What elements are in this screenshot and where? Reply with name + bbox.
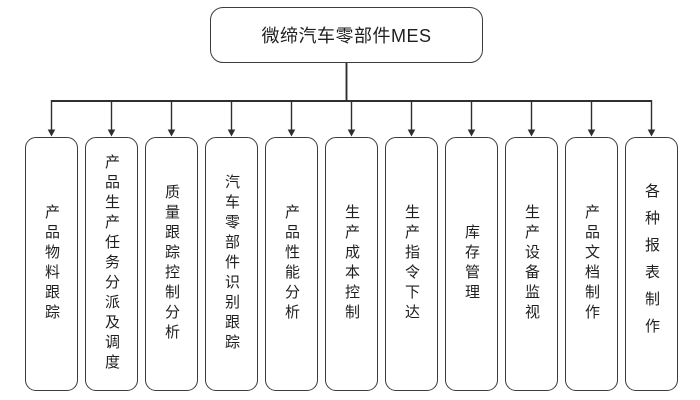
child-node-label: 生产设备监视 xyxy=(523,204,540,324)
child-node: 产品文档制作 xyxy=(565,137,618,391)
child-node-label: 产品文档制作 xyxy=(583,204,600,324)
root-node: 微缔汽车零部件MES xyxy=(210,7,483,63)
child-node-label: 产品生产任务分派及调度 xyxy=(103,154,120,374)
child-node-label: 各种报表制作 xyxy=(643,183,660,345)
child-node: 产品性能分析 xyxy=(265,137,318,391)
child-node-label: 库存管理 xyxy=(463,224,480,304)
child-node: 各种报表制作 xyxy=(625,137,678,391)
children-row: 产品物料跟踪 产品生产任务分派及调度 质量跟踪控制分析 汽车零部件识别跟踪 产品… xyxy=(25,137,678,391)
child-node: 产品物料跟踪 xyxy=(25,137,78,391)
child-node: 生产指令下达 xyxy=(385,137,438,391)
child-node: 质量跟踪控制分析 xyxy=(145,137,198,391)
child-node: 产品生产任务分派及调度 xyxy=(85,137,138,391)
child-node-label: 质量跟踪控制分析 xyxy=(163,184,180,344)
child-node: 生产成本控制 xyxy=(325,137,378,391)
child-node-label: 产品性能分析 xyxy=(283,204,300,324)
child-node-label: 产品物料跟踪 xyxy=(43,204,60,324)
child-node-label: 汽车零部件识别跟踪 xyxy=(223,174,240,354)
child-node: 库存管理 xyxy=(445,137,498,391)
child-node: 生产设备监视 xyxy=(505,137,558,391)
child-node-label: 生产成本控制 xyxy=(343,204,360,324)
root-node-label: 微缔汽车零部件MES xyxy=(261,26,432,46)
child-node-label: 生产指令下达 xyxy=(403,204,420,324)
child-node: 汽车零部件识别跟踪 xyxy=(205,137,258,391)
